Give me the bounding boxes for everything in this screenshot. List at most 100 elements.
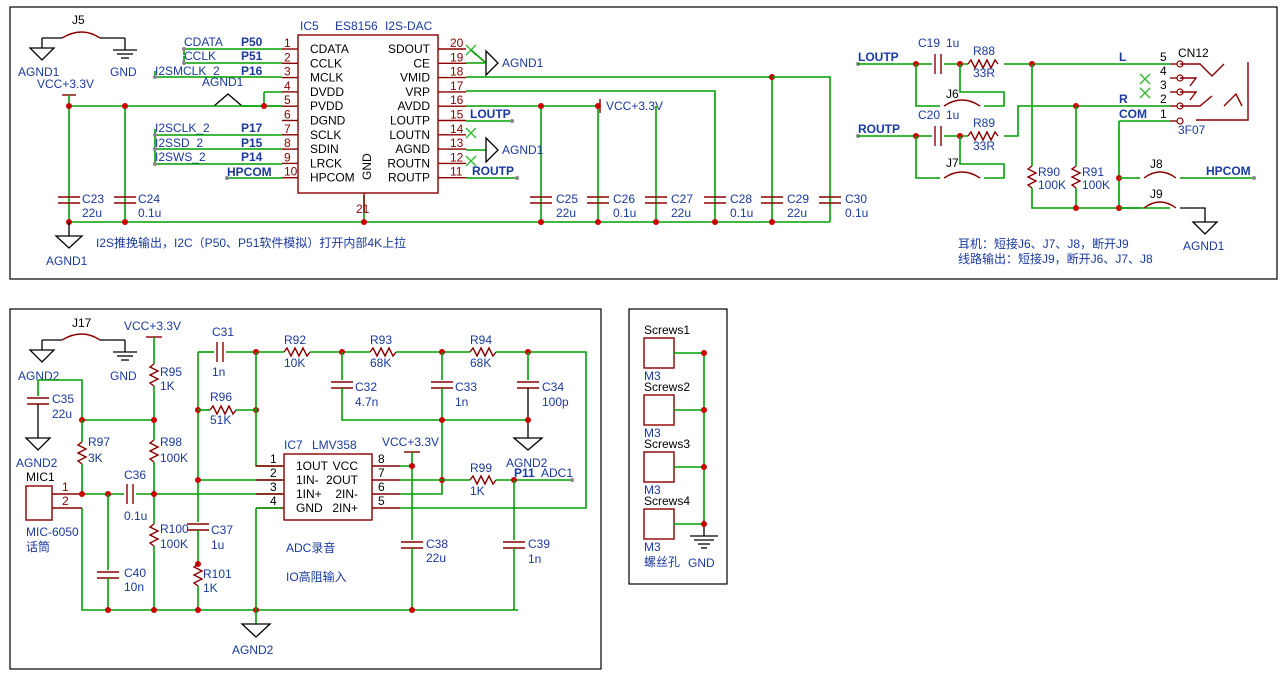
agnd1-agnd-symbol: [485, 136, 499, 164]
r90-val: 100K: [1038, 178, 1066, 192]
ic5-ref: IC5: [300, 19, 319, 33]
port-p15: P15: [241, 136, 263, 150]
ic5-pin-name: CE: [413, 56, 430, 70]
ic5-pin-name: SDIN: [310, 142, 339, 156]
agnd2-symbol-j17: [28, 349, 56, 363]
screws-gnd: GND: [688, 556, 715, 570]
screw-body: [643, 451, 675, 483]
ic7-pin-name: 1OUT: [296, 459, 329, 473]
vcc-label-mic: VCC+3.3V: [124, 319, 181, 333]
net-i2smclk: I2SMCLK_2: [155, 64, 220, 78]
net-wires-left: [153, 47, 282, 180]
output-note1: 耳机：短接J6、J7、J8，断开J9: [958, 236, 1129, 251]
c23-val: 22u: [82, 206, 102, 220]
cap-right-ref: C25: [556, 192, 578, 206]
ic7-part: LMV358: [312, 438, 357, 452]
net-routp-out: ROUTP: [858, 122, 900, 136]
ic5-pin-name: VMID: [400, 71, 430, 85]
ic5-pin-num: 18: [450, 65, 464, 79]
screws-section: 螺丝孔 GND Screws1M3Screws2M3Screws3M3Screw…: [643, 323, 718, 570]
ic5-part: ES8156: [335, 19, 378, 33]
jumper-j5: J5 AGND1 GND: [18, 13, 137, 79]
ic7-pin-name: 2IN+: [332, 501, 358, 515]
ic5-pin-num: 5: [284, 93, 291, 107]
ic5-pin-num: 12: [450, 150, 464, 164]
mic1-pin1: 1: [62, 480, 69, 494]
net-com: COM: [1119, 107, 1147, 121]
c20-ref: C20: [918, 108, 940, 122]
j5-label: J5: [72, 13, 85, 27]
net-l: L: [1119, 50, 1126, 64]
screw-body: [643, 394, 675, 426]
agnd1-label: AGND1: [18, 65, 60, 79]
j7-label: J7: [946, 156, 959, 170]
c39-val: 1n: [528, 552, 541, 566]
frame-screws: [628, 308, 728, 585]
c33-val: 1n: [455, 395, 468, 409]
ic5-pin-num: 13: [450, 136, 464, 150]
ic5-pin-name: AVDD: [398, 99, 431, 113]
ic5-pin-name: SDOUT: [388, 42, 431, 56]
output-note2: 线路输出：短接J9，断开J6、J7、J8: [958, 251, 1153, 266]
c37-ref: C37: [211, 523, 233, 537]
agnd2-label-j17: AGND2: [18, 369, 60, 383]
ic5-pin-name: PVDD: [310, 99, 344, 113]
c38-val: 22u: [426, 551, 446, 565]
r91-val: 100K: [1082, 178, 1110, 192]
agnd1-ce-label: AGND1: [502, 56, 544, 70]
r96-val: 51K: [210, 413, 231, 427]
r89-val: 33R: [973, 139, 995, 153]
ic7-pin-num: 1: [270, 452, 277, 466]
r101-ref: R101: [203, 567, 232, 581]
c31-ref: C31: [212, 325, 234, 339]
cap-right-ref: C27: [671, 192, 693, 206]
c32-ref: C32: [355, 380, 377, 394]
net-i2sclk: I2SCLK_2: [155, 121, 210, 135]
dac-section: J5 AGND1 GND VCC+3.3V AGND1 C23 22u: [18, 13, 868, 268]
cap-c24: C24 0.1u: [114, 192, 161, 220]
ic5-pin-name: LRCK: [310, 156, 342, 170]
cap-right-val: 22u: [671, 206, 691, 220]
ic5-pin-name: AGND: [395, 142, 430, 156]
ic7-pin-name: 1IN+: [296, 487, 322, 501]
r93-ref: R93: [370, 333, 392, 347]
screw-ref: Screws4: [644, 494, 690, 508]
agnd1-agnd-label: AGND1: [502, 143, 544, 157]
ic5-right-wires: AGND1 VCC+3.3V LOUTP: [465, 44, 831, 225]
ic5-pin-num: 8: [284, 136, 291, 150]
ic5-pin-num: 9: [284, 150, 291, 164]
frame-top: [9, 6, 1278, 280]
c24-val: 0.1u: [138, 206, 161, 220]
r92-ref: R92: [284, 333, 306, 347]
c32-val: 4.7n: [355, 395, 378, 409]
net-routp-ic: ROUTP: [472, 164, 514, 178]
cap-right-ref: C26: [613, 192, 635, 206]
ic5-pin-name: SCLK: [310, 128, 341, 142]
ic7-ref: IC7: [284, 438, 303, 452]
c36-ref: C36: [124, 468, 146, 482]
ic5-pin-name: HPCOM: [310, 171, 355, 185]
ic7-pin-name: GND: [296, 501, 323, 515]
c35-ref: C35: [52, 392, 74, 406]
cap-right-val: 0.1u: [845, 206, 868, 220]
ic5-pin-name: LOUTN: [389, 128, 430, 142]
ic7-pin-num: 7: [378, 466, 385, 480]
ic5-pin-name: ROUTN: [387, 156, 430, 170]
ic5-pin-num: 16: [450, 93, 464, 107]
agnd2-label-ic7: AGND2: [232, 643, 274, 657]
r96-ref: R96: [210, 390, 232, 404]
agnd1-label-bottom: AGND1: [46, 254, 88, 268]
r94-val: 68K: [470, 356, 491, 370]
ic7-pin-num: 3: [270, 480, 277, 494]
c19-ref: C19: [918, 36, 940, 50]
net-i2sws: I2SWS_2: [155, 150, 206, 164]
agnd1-ce-symbol: [485, 49, 499, 77]
ic5-pin-name: LOUTP: [390, 114, 430, 128]
vcc-label-top: VCC+3.3V: [37, 77, 94, 91]
c34-val: 100p: [542, 395, 569, 409]
